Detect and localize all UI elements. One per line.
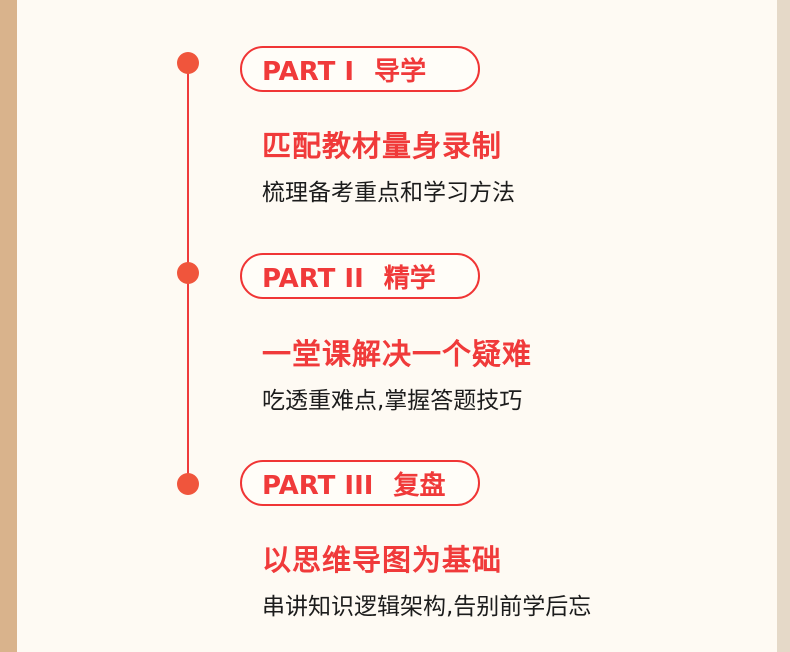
section-subtitle-3: 串讲知识逻辑架构,告别前学后忘 (262, 594, 592, 620)
timeline-dot-2 (177, 262, 199, 284)
part-title-1: 导学 (374, 56, 427, 87)
section-heading-1: 匹配教材量身录制 (262, 129, 503, 163)
left-border-strip (0, 0, 17, 652)
timeline-dot-1 (177, 52, 199, 74)
part-label-1: PART I 导学 (262, 51, 426, 88)
section-heading-3: 以思维导图为基础 (262, 543, 503, 577)
section-heading-2: 一堂课解决一个疑难 (262, 337, 533, 371)
part-badge-3: PART III 复盘 (240, 460, 480, 506)
content-panel (17, 0, 777, 652)
part-number-1: PART I (262, 56, 355, 87)
part-badge-1: PART I 导学 (240, 46, 480, 92)
part-number-2: PART II (262, 263, 364, 294)
part-label-2: PART II 精学 (262, 258, 436, 295)
right-border-strip (777, 0, 790, 652)
section-subtitle-1: 梳理备考重点和学习方法 (262, 180, 515, 206)
section-subtitle-2: 吃透重难点,掌握答题技巧 (262, 388, 523, 414)
part-title-2: 精学 (383, 263, 436, 294)
timeline-dot-3 (177, 473, 199, 495)
part-badge-2: PART II 精学 (240, 253, 480, 299)
part-label-3: PART III 复盘 (262, 465, 445, 502)
part-title-3: 复盘 (393, 470, 446, 501)
part-number-3: PART III (262, 470, 374, 501)
